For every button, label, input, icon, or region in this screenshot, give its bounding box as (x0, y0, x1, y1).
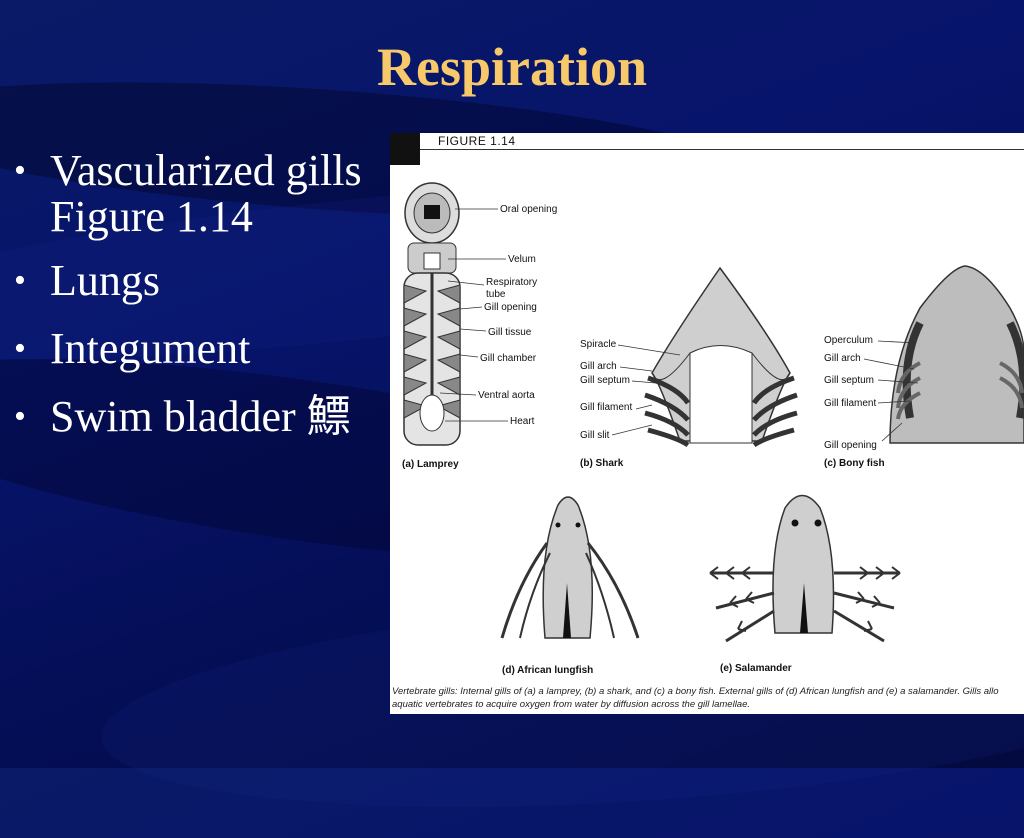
caption-lamprey: (a) Lamprey (402, 459, 459, 470)
label-shark-gill-arch: Gill arch (580, 361, 617, 372)
label-tube: tube (486, 289, 506, 300)
label-heart: Heart (510, 416, 535, 427)
bullet-dot: • (14, 330, 26, 367)
bullet-item: • Lungs (12, 258, 372, 304)
label-oral-opening: Oral opening (500, 204, 557, 215)
label-bony-gill-arch: Gill arch (824, 353, 861, 364)
caption-lungfish: (d) African lungfish (502, 665, 593, 676)
lamprey-leader-lines (439, 208, 508, 422)
shark-illustration (644, 266, 798, 448)
bullet-item: • Vascularized gills Figure 1.14 (12, 148, 372, 240)
bullet-item: • Swim bladder 鰾 (12, 394, 372, 440)
label-shark-gill-septum: Gill septum (580, 375, 630, 386)
bullet-text: Lungs (50, 256, 160, 305)
bony-fish-leader-lines (863, 340, 919, 442)
label-spiracle: Spiracle (580, 339, 617, 350)
label-respiratory: Respiratory (486, 277, 537, 288)
bullet-text: Swim bladder 鰾 (50, 392, 351, 441)
gill-figure: FIGURE 1.14 Oral opening Velum (390, 133, 1024, 714)
bullet-item: • Integument (12, 326, 372, 372)
figure-caption-line: Vertebrate gills: Internal gills of (a) … (392, 686, 999, 697)
slide-title: Respiration (377, 37, 647, 97)
caption-bony-fish: (c) Bony fish (824, 458, 885, 469)
label-bony-gill-septum: Gill septum (824, 375, 874, 386)
caption-salamander: (e) Salamander (720, 663, 792, 674)
figure-header: FIGURE 1.14 (438, 134, 516, 148)
shark-leader-lines (611, 344, 681, 436)
bullet-dot: • (14, 398, 26, 435)
salamander-illustration (709, 494, 901, 643)
label-bony-gill-filament: Gill filament (824, 398, 876, 409)
bullet-text: Integument (50, 324, 251, 373)
label-shark-gill-filament: Gill filament (580, 402, 632, 413)
lungfish-illustration (500, 496, 640, 639)
label-velum: Velum (508, 254, 536, 265)
label-gill-chamber: Gill chamber (480, 353, 537, 364)
lamprey-illustration (403, 182, 461, 446)
bullet-dot: • (14, 262, 26, 299)
bullet-text: Vascularized gills Figure 1.14 (50, 146, 362, 241)
figure-caption-line: aquatic vertebrates to acquire oxygen fr… (392, 699, 751, 710)
label-bony-gill-opening: Gill opening (824, 440, 877, 451)
caption-shark: (b) Shark (580, 458, 624, 469)
bullet-list: • Vascularized gills Figure 1.14 • Lungs •… (12, 148, 372, 462)
bullet-dot: • (14, 152, 26, 189)
figure-caption: Vertebrate gills: Internal gills of (a) … (392, 685, 1022, 711)
figure-rule (420, 149, 1024, 150)
label-gill-opening: Gill opening (484, 302, 537, 313)
label-gill-slit: Gill slit (580, 430, 610, 441)
label-operculum: Operculum (824, 335, 873, 346)
label-gill-tissue: Gill tissue (488, 327, 532, 338)
label-ventral-aorta: Ventral aorta (478, 390, 535, 401)
figure-corner-block (390, 133, 420, 165)
figure-drawing: Oral opening Velum Respiratory tube Gill… (402, 182, 1024, 676)
bony-fish-illustration (889, 265, 1024, 444)
